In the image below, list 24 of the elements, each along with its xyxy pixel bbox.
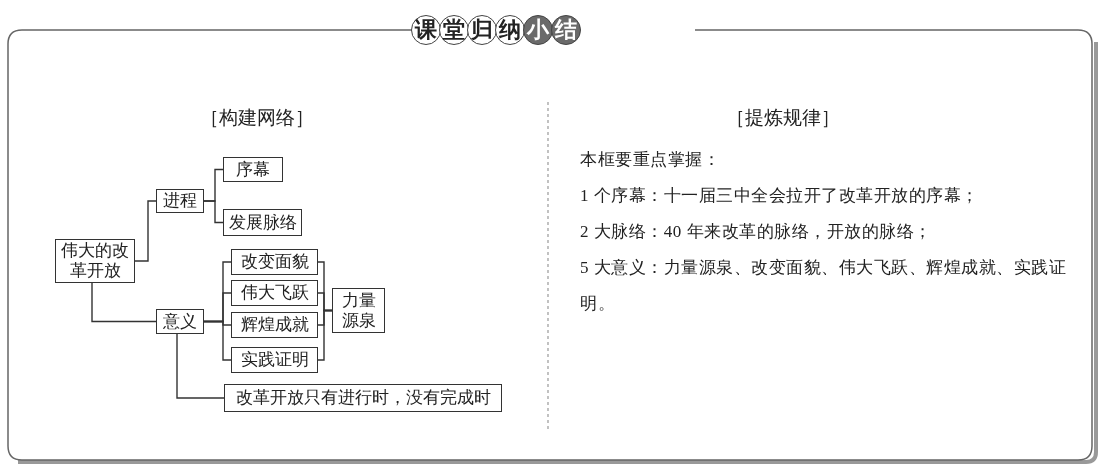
concept-box: 进程 (156, 189, 204, 213)
paragraph: 2 大脉络：40 年来改革的脉络，开放的脉络； (580, 221, 933, 243)
concept-box: 伟大的改革开放 (55, 239, 135, 283)
paragraph: 本框要重点掌握： (580, 149, 721, 171)
title-badge: 课堂归纳小结 (412, 15, 580, 45)
concept-box: 改变面貌 (231, 249, 318, 275)
paragraph: 5 大意义：力量源泉、改变面貌、伟大飞跃、辉煌成就、实践证明。 (580, 257, 1068, 315)
concept-box: 改革开放只有进行时，没有完成时 (224, 384, 502, 412)
section-heading: ［构建网络］ (200, 108, 314, 128)
concept-box: 发展脉络 (223, 209, 302, 236)
concept-box: 力量源泉 (332, 288, 385, 333)
concept-box: 意义 (156, 309, 204, 334)
connector-line (317, 309, 333, 361)
concept-box: 序幕 (223, 157, 283, 182)
paragraph: 1 个序幕：十一届三中全会拉开了改革开放的序幕； (580, 185, 980, 207)
connector-line (203, 200, 224, 224)
connector-line (134, 200, 157, 262)
concept-box: 辉煌成就 (231, 312, 318, 338)
concept-box: 实践证明 (231, 347, 318, 373)
connector-line (91, 282, 157, 323)
connector-line (203, 320, 232, 361)
connector-line (176, 333, 225, 399)
concept-box: 伟大飞跃 (231, 280, 318, 306)
section-heading: ［提炼规律］ (726, 108, 840, 128)
